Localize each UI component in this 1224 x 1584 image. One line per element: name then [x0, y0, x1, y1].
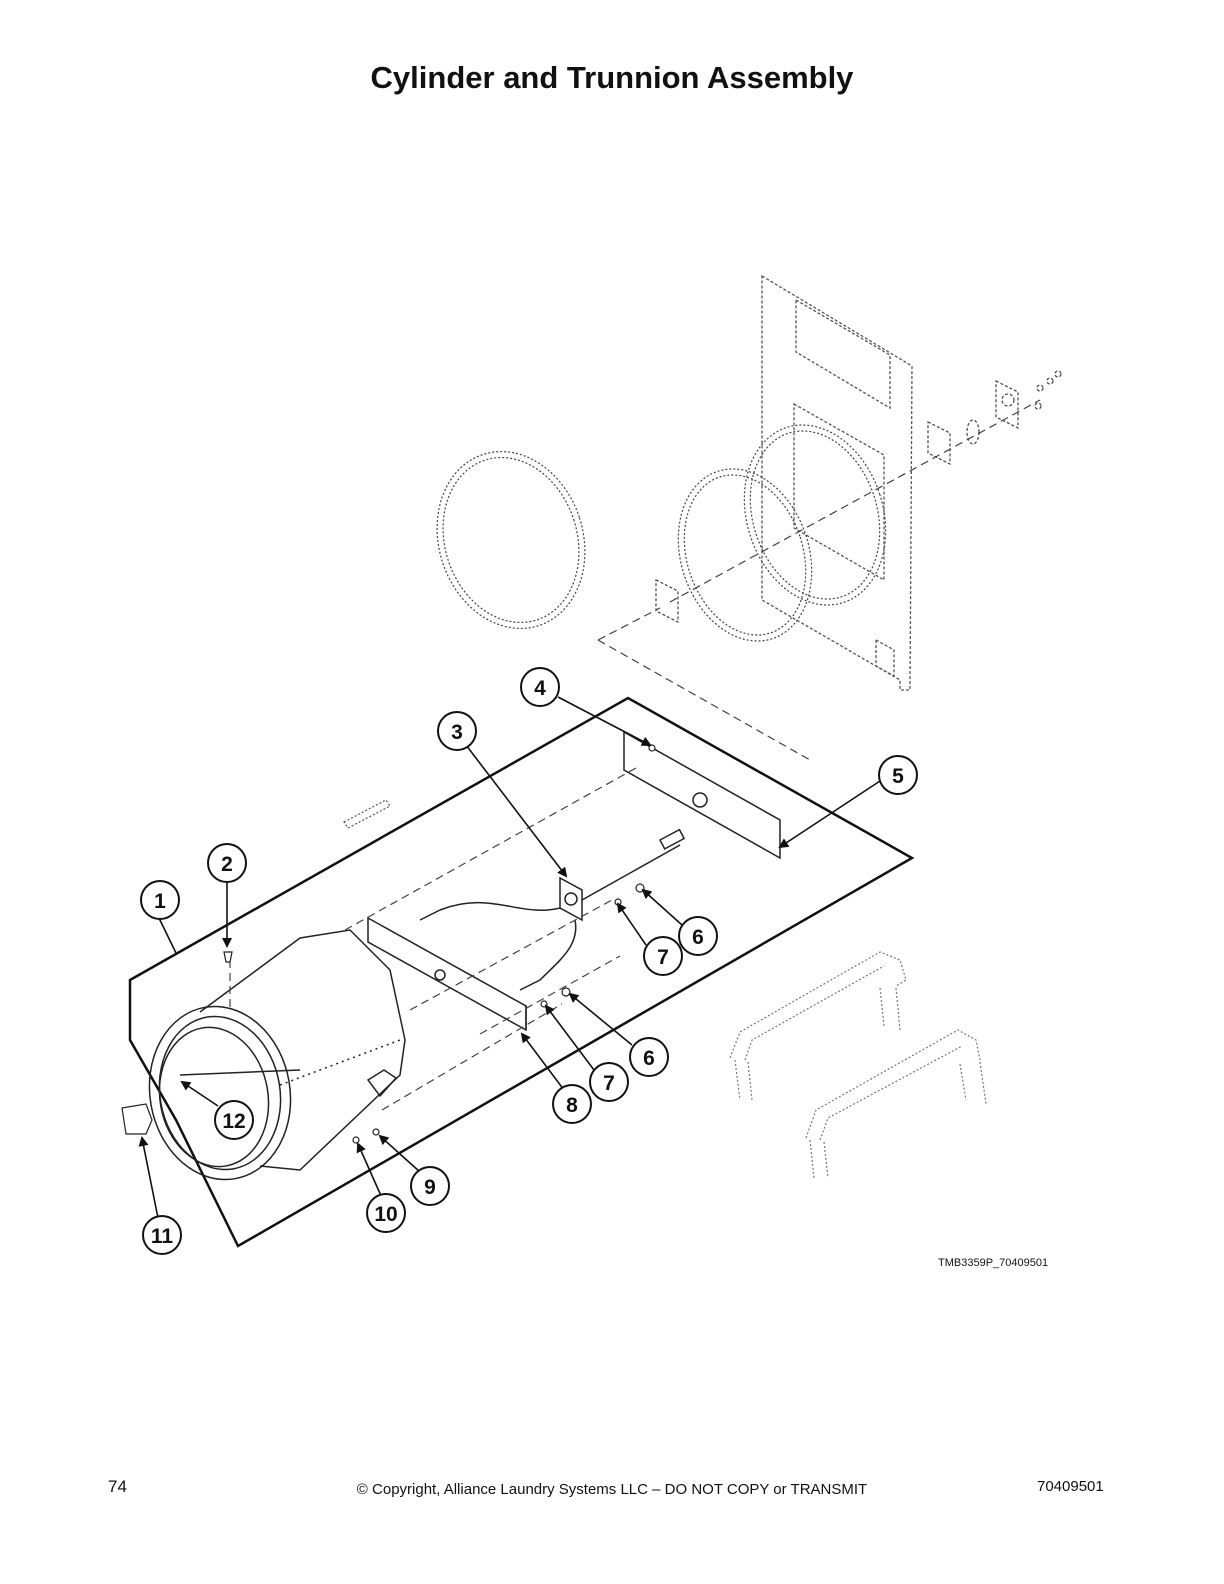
callout-9: 9 — [410, 1166, 450, 1206]
figure-code: TMB3359P_70409501 — [938, 1257, 1049, 1269]
callout-3: 3 — [437, 711, 477, 751]
callout-10-label: 10 — [374, 1203, 397, 1226]
sensor-assembly-3 — [419, 828, 686, 991]
callout-2: 2 — [207, 843, 247, 883]
phantom-shaft-parts — [655, 370, 1062, 623]
phantom-pin — [343, 799, 391, 829]
hardware — [121, 744, 656, 1144]
phantom-ring-middle — [677, 468, 813, 642]
callout-3-label: 3 — [451, 721, 463, 744]
phantom-back-panel — [761, 274, 913, 691]
callout-6b: 6 — [629, 1037, 669, 1077]
phantom-ring-right — [743, 424, 887, 606]
callout-6a: 6 — [678, 916, 718, 956]
callout-5: 5 — [878, 755, 918, 795]
page-number: 74 — [108, 1477, 127, 1496]
phantom-handle-upper — [729, 951, 907, 1101]
callout-4-label: 4 — [534, 677, 546, 700]
phantom-handle-lower — [805, 1029, 987, 1179]
callout-12-label: 12 — [222, 1110, 245, 1133]
bracket-plate-5 — [623, 730, 781, 860]
phantom-shaft-line — [597, 399, 1041, 761]
callout-9-label: 9 — [424, 1176, 436, 1199]
callout-5-label: 5 — [892, 765, 904, 788]
callout-2-label: 2 — [221, 853, 233, 876]
cylinder-drum — [148, 929, 406, 1181]
callout-4: 4 — [520, 667, 560, 707]
phantom-ring-left — [436, 450, 586, 630]
callout-7a: 7 — [643, 936, 683, 976]
alignment-lines — [229, 767, 637, 1111]
callout-1-label: 1 — [154, 890, 166, 913]
callout-6a-label: 6 — [692, 926, 704, 949]
callout-7b-label: 7 — [603, 1072, 615, 1095]
leader-lines — [138, 696, 881, 1219]
assembly-boundary — [128, 696, 915, 1248]
callout-8: 8 — [552, 1084, 592, 1124]
callout-7a-label: 7 — [657, 946, 669, 969]
page-title: Cylinder and Trunnion Assembly — [370, 60, 854, 95]
bracket-plate-8 — [367, 916, 527, 1032]
callout-10: 10 — [366, 1193, 406, 1233]
callout-8-label: 8 — [566, 1094, 578, 1117]
callout-11-label: 11 — [151, 1225, 174, 1248]
callout-1: 1 — [140, 880, 180, 920]
callout-11: 11 — [142, 1215, 182, 1255]
document-number: 70409501 — [1037, 1478, 1104, 1495]
callout-6b-label: 6 — [643, 1047, 655, 1070]
copyright-notice: © Copyright, Alliance Laundry Systems LL… — [356, 1481, 868, 1498]
callout-7b: 7 — [589, 1062, 629, 1102]
callout-12: 12 — [214, 1100, 254, 1140]
